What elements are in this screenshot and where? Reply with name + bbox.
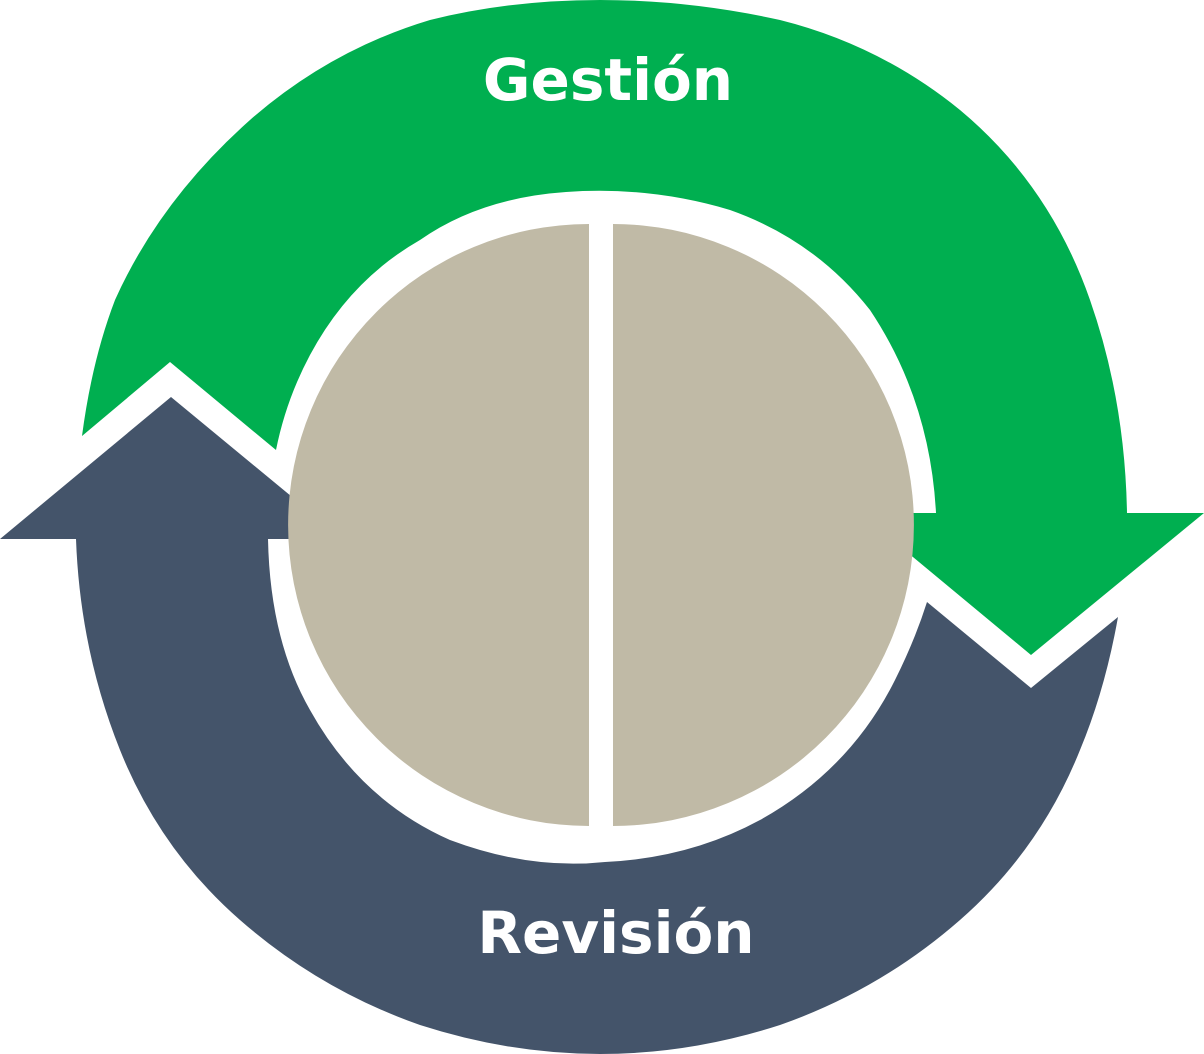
- center-circle-left-half: [288, 224, 589, 826]
- revision-label: Revisión: [477, 899, 754, 967]
- gestion-label: Gestión: [483, 46, 733, 114]
- revision-arrow: [0, 397, 1118, 1054]
- gestion-arrow: [82, 0, 1204, 655]
- center-circle-right-half: [613, 224, 914, 826]
